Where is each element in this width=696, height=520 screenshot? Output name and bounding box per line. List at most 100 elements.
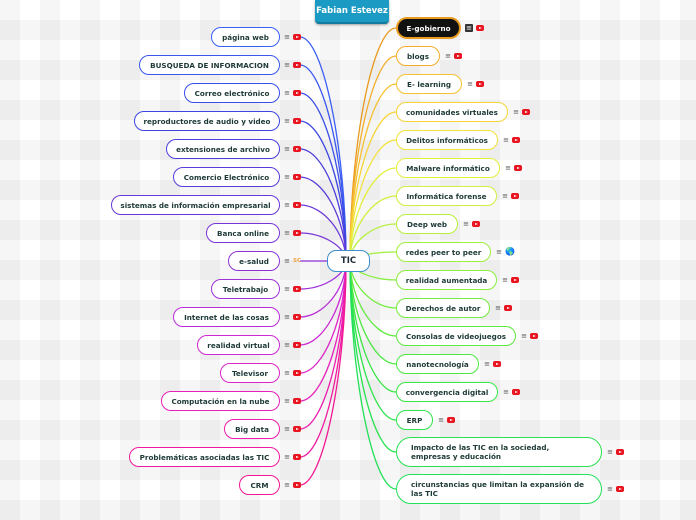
notes-menu-icon[interactable]: ≡: [495, 304, 501, 312]
notes-menu-icon[interactable]: ≡: [284, 397, 290, 405]
youtube-icon[interactable]: [616, 449, 624, 455]
notes-menu-icon[interactable]: ≡: [284, 117, 290, 125]
notes-menu-icon[interactable]: ≡: [505, 164, 511, 172]
topic-node-right[interactable]: convergencia digital: [396, 382, 498, 402]
youtube-icon[interactable]: [476, 25, 484, 31]
notes-menu-icon[interactable]: ≡: [284, 425, 290, 433]
notes-menu-icon[interactable]: ≡: [502, 192, 508, 200]
central-topic-node[interactable]: TIC: [327, 250, 370, 272]
notes-menu-icon[interactable]: ≡: [496, 248, 502, 256]
notes-menu-icon[interactable]: ≡: [445, 52, 451, 60]
topic-node-right[interactable]: E- learning: [396, 74, 462, 94]
youtube-icon[interactable]: [293, 314, 301, 320]
topic-node-right[interactable]: Derechos de autor: [396, 298, 490, 318]
notes-menu-icon[interactable]: ≡: [284, 285, 290, 293]
topic-node-left[interactable]: reproductores de audio y video: [134, 111, 280, 131]
youtube-icon[interactable]: [293, 146, 301, 152]
youtube-icon[interactable]: [472, 221, 480, 227]
notes-menu-icon[interactable]: ≡: [284, 229, 290, 237]
notes-menu-icon[interactable]: ≡: [284, 61, 290, 69]
youtube-icon[interactable]: [454, 53, 462, 59]
topic-node-right[interactable]: blogs: [396, 46, 440, 66]
topic-node-right-selected[interactable]: E-gobierno: [396, 17, 461, 39]
youtube-icon[interactable]: [293, 482, 301, 488]
notes-menu-icon[interactable]: ≡: [284, 313, 290, 321]
notes-menu-icon[interactable]: ≡: [521, 332, 527, 340]
notes-menu-icon[interactable]: ≡: [284, 201, 290, 209]
youtube-icon[interactable]: [530, 333, 538, 339]
notes-menu-icon[interactable]: ≡: [284, 369, 290, 377]
topic-node-right[interactable]: Deep web: [396, 214, 458, 234]
topic-node-right[interactable]: Informática forense: [396, 186, 497, 206]
notes-menu-icon[interactable]: ≡: [503, 136, 509, 144]
notes-menu-icon[interactable]: ≡: [284, 481, 290, 489]
topic-node-right[interactable]: Consolas de videojuegos: [396, 326, 516, 346]
notes-menu-icon[interactable]: ≡: [502, 276, 508, 284]
topic-node-left[interactable]: realidad virtual: [197, 335, 280, 355]
topic-node-left[interactable]: CRM: [239, 475, 280, 495]
topic-node-left[interactable]: BUSQUEDA DE INFORMACION: [139, 55, 280, 75]
notes-menu-icon[interactable]: ≡: [284, 453, 290, 461]
youtube-icon[interactable]: [293, 34, 301, 40]
notes-menu-icon[interactable]: ≡: [467, 80, 473, 88]
topic-node-right[interactable]: nanotecnología: [396, 354, 479, 374]
notes-menu-icon[interactable]: ≡: [465, 24, 473, 32]
topic-node-right[interactable]: circunstancias que limitan la expansión …: [396, 474, 602, 504]
notes-menu-icon[interactable]: ≡: [284, 145, 290, 153]
youtube-icon[interactable]: [293, 398, 301, 404]
notes-menu-icon[interactable]: ≡: [463, 220, 469, 228]
youtube-icon[interactable]: [293, 174, 301, 180]
youtube-icon[interactable]: [293, 454, 301, 460]
youtube-icon[interactable]: [293, 370, 301, 376]
notes-menu-icon[interactable]: ≡: [484, 360, 490, 368]
youtube-icon[interactable]: [293, 286, 301, 292]
youtube-icon[interactable]: [616, 486, 624, 492]
topic-node-left[interactable]: Internet de las cosas: [173, 307, 280, 327]
topic-node-right[interactable]: Malware informático: [396, 158, 500, 178]
notes-menu-icon[interactable]: ≡: [284, 341, 290, 349]
notes-menu-icon[interactable]: ≡: [284, 89, 290, 97]
topic-node-left[interactable]: Teletrabajo: [211, 279, 280, 299]
topic-node-left[interactable]: Correo electrónico: [184, 83, 280, 103]
topic-node-right[interactable]: comunidades virtuales: [396, 102, 508, 122]
notes-menu-icon[interactable]: ≡: [607, 448, 613, 456]
notes-menu-icon[interactable]: ≡: [513, 108, 519, 116]
topic-node-left[interactable]: Comercio Electrónico: [173, 167, 280, 187]
topic-node-left[interactable]: Banca online: [206, 223, 280, 243]
notes-menu-icon[interactable]: ≡: [284, 257, 290, 265]
topic-node-right[interactable]: redes peer to peer: [396, 242, 491, 262]
notes-menu-icon[interactable]: ≡: [284, 33, 290, 41]
youtube-icon[interactable]: [512, 137, 520, 143]
youtube-icon[interactable]: [293, 118, 301, 124]
youtube-icon[interactable]: [511, 277, 519, 283]
youtube-icon[interactable]: [493, 361, 501, 367]
youtube-icon[interactable]: [293, 62, 301, 68]
youtube-icon[interactable]: [514, 165, 522, 171]
notes-menu-icon[interactable]: ≡: [607, 485, 613, 493]
youtube-icon[interactable]: [293, 202, 301, 208]
notes-menu-icon[interactable]: ≡: [503, 388, 509, 396]
topic-node-right[interactable]: realidad aumentada: [396, 270, 497, 290]
youtube-icon[interactable]: [522, 109, 530, 115]
topic-node-left[interactable]: Problemáticas asociadas las TIC: [129, 447, 280, 467]
youtube-icon[interactable]: [293, 230, 301, 236]
topic-node-right[interactable]: ERP: [396, 410, 433, 430]
youtube-icon[interactable]: [447, 417, 455, 423]
topic-node-right[interactable]: Delitos informáticos: [396, 130, 498, 150]
youtube-icon[interactable]: [293, 426, 301, 432]
youtube-icon[interactable]: [293, 342, 301, 348]
topic-node-left[interactable]: Computación en la nube: [161, 391, 280, 411]
sc-icon[interactable]: SC: [293, 258, 301, 264]
topic-node-left[interactable]: página web: [211, 27, 280, 47]
topic-node-left[interactable]: Big data: [224, 419, 280, 439]
youtube-icon[interactable]: [511, 193, 519, 199]
youtube-icon[interactable]: [293, 90, 301, 96]
map-title[interactable]: Fabian Estevez: [315, 0, 389, 24]
youtube-icon[interactable]: [504, 305, 512, 311]
notes-menu-icon[interactable]: ≡: [438, 416, 444, 424]
youtube-icon[interactable]: [512, 389, 520, 395]
globe-icon[interactable]: 🌎: [505, 247, 515, 256]
topic-node-left[interactable]: Televisor: [220, 363, 280, 383]
topic-node-left[interactable]: sistemas de información empresarial: [111, 195, 280, 215]
topic-node-left[interactable]: e-salud: [228, 251, 280, 271]
